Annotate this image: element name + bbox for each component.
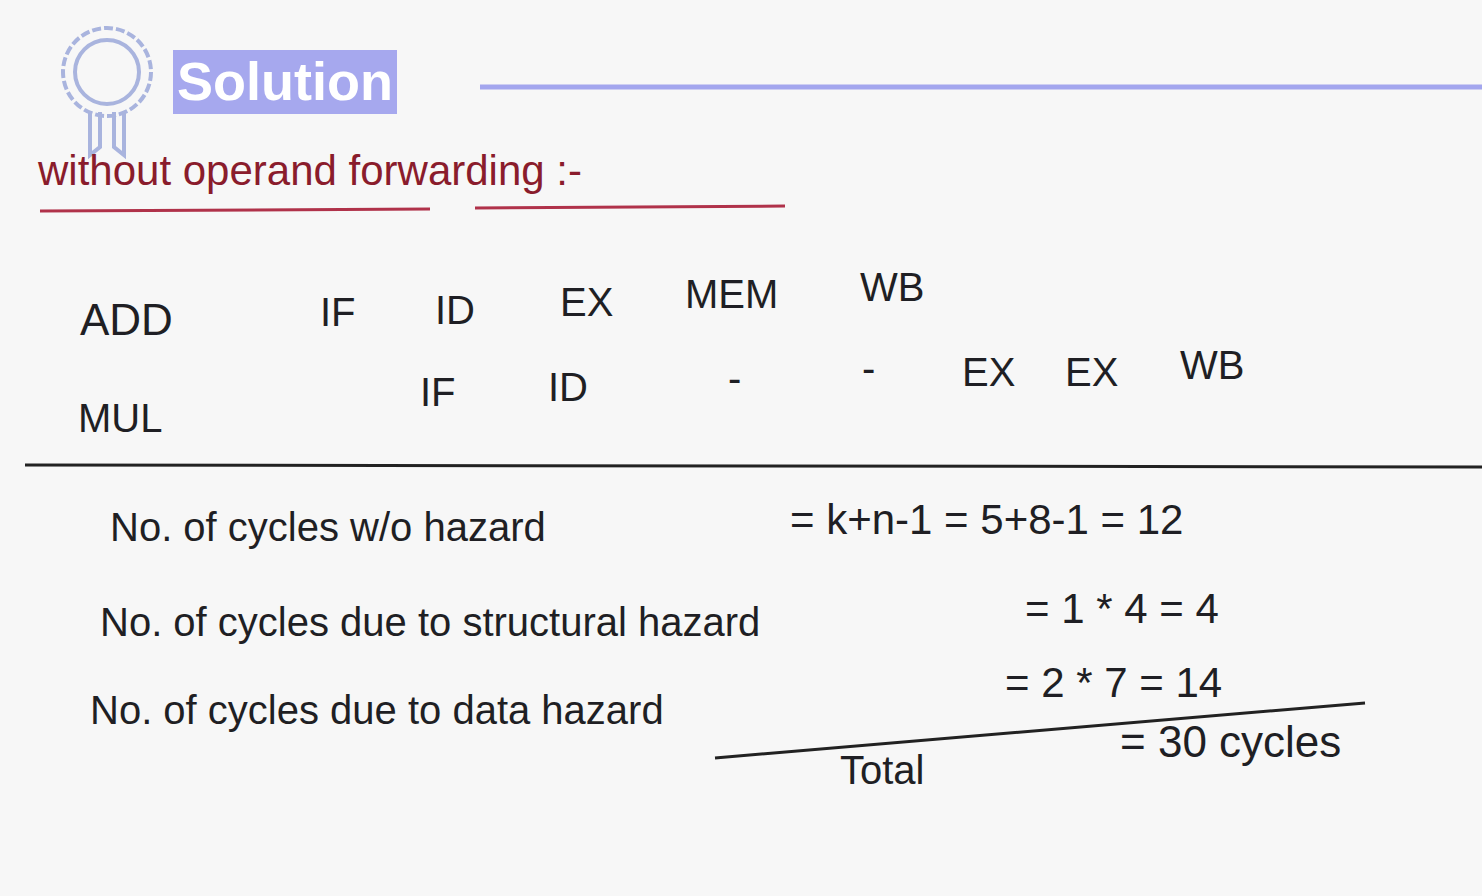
calc-line: = 2 * 7 = 14: [1005, 660, 1222, 706]
pipeline-cell: -: [728, 356, 741, 400]
calc-line: No. of cycles due to data hazard: [90, 688, 664, 732]
calc-line: No. of cycles due to structural hazard: [100, 600, 760, 644]
medal-face: [75, 40, 139, 104]
pipeline-cell: IF: [420, 370, 456, 414]
medal-rim: [63, 28, 151, 116]
pipeline-cell: ADD: [80, 296, 173, 344]
section-heading: without operand forwarding :-: [38, 148, 582, 194]
pipeline-cell: EX: [1065, 350, 1118, 394]
calc-line: Total: [840, 748, 925, 792]
calc-line: = 1 * 4 = 4: [1025, 586, 1219, 632]
pipeline-cell: WB: [860, 265, 924, 309]
pipeline-cell: ID: [548, 365, 588, 409]
pipeline-cell: EX: [962, 350, 1015, 394]
medal-icon: [63, 28, 151, 155]
underline: [40, 209, 430, 211]
pipeline-cell: EX: [560, 280, 613, 324]
header-rule: [480, 85, 1482, 90]
calc-line: No. of cycles w/o hazard: [110, 505, 546, 549]
divider-line: [25, 465, 1482, 467]
calc-line: = 30 cycles: [1120, 718, 1341, 766]
pipeline-cell: -: [862, 346, 875, 390]
pipeline-cell: MUL: [78, 396, 162, 440]
pipeline-cell: WB: [1180, 343, 1244, 387]
calc-line: = k+n-1 = 5+8-1 = 12: [790, 497, 1183, 543]
pipeline-cell: MEM: [685, 272, 778, 316]
pipeline-cell: ID: [435, 288, 475, 332]
title-band: Solution: [173, 50, 397, 114]
pipeline-cell: IF: [320, 290, 356, 334]
underline: [475, 206, 785, 208]
heading-text: Solution: [177, 52, 393, 111]
